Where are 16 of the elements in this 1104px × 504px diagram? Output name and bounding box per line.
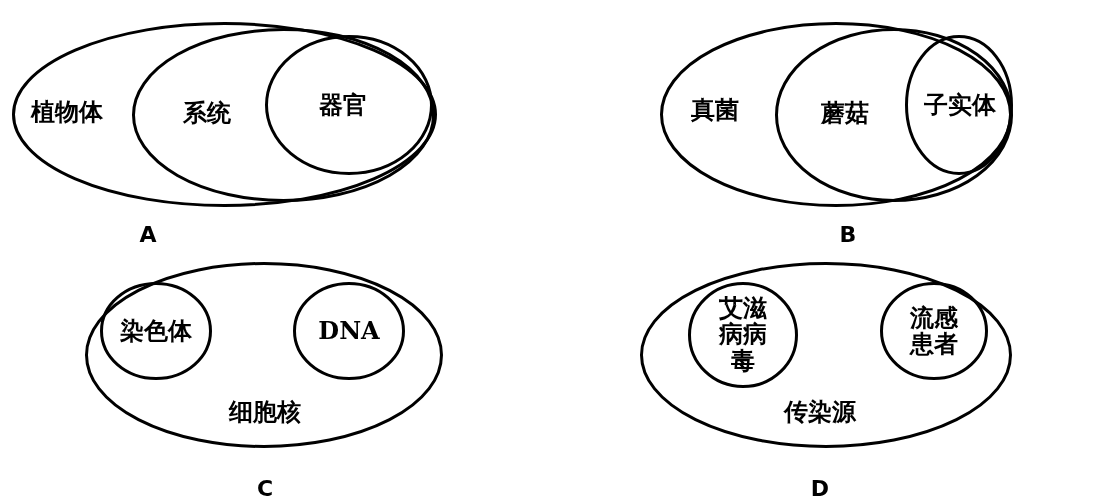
concept-label: 传染源 xyxy=(784,398,856,426)
option-letter: D xyxy=(810,475,830,501)
concept-label: DNA xyxy=(318,317,380,345)
concept-label: 器官 xyxy=(319,91,367,119)
concept-label: 真菌 xyxy=(691,96,739,124)
concept-label: 细胞核 xyxy=(229,398,301,426)
option-letter: C xyxy=(256,475,274,501)
concept-label: 流感患者 xyxy=(908,304,959,358)
concept-label: 艾滋病病毒 xyxy=(718,295,768,375)
concept-label: 子实体 xyxy=(924,91,996,119)
concept-label: 蘑菇 xyxy=(821,99,869,127)
option-letter: B xyxy=(839,221,857,247)
concept-label: 系统 xyxy=(183,99,231,127)
concept-label: 染色体 xyxy=(120,317,192,345)
concept-label: 植物体 xyxy=(31,98,103,126)
option-letter: A xyxy=(139,221,157,247)
